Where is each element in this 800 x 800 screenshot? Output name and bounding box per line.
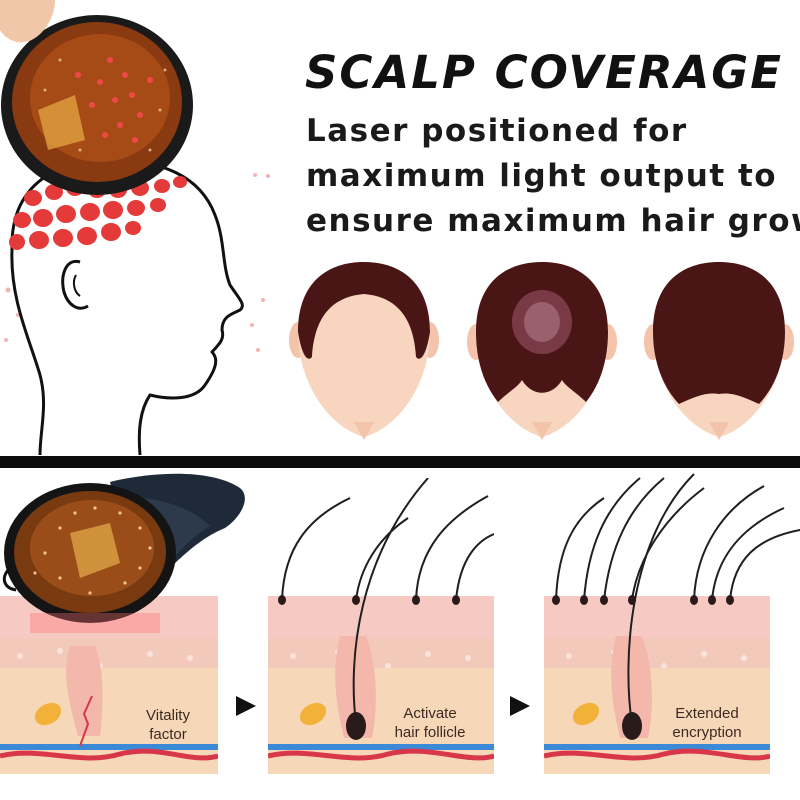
crown-thinning-head	[467, 262, 617, 440]
section-divider	[0, 456, 800, 468]
subheading-line-1: Laser positioned for	[306, 113, 688, 149]
headline: SCALP COVERAGE	[305, 46, 783, 99]
laser-helmet	[1, 15, 193, 195]
laser-cap-illustration	[2, 473, 245, 633]
head-profile-illustration	[0, 0, 270, 455]
step-panel-3	[544, 596, 770, 774]
full-hair-head	[644, 262, 794, 440]
hair-strands-sparse	[278, 478, 494, 725]
step-label-2: Activate hair follicle	[394, 705, 466, 741]
step-label-1: Vitality factor	[146, 707, 190, 743]
step-arrow-2	[510, 696, 530, 716]
subheading-line-3: ensure maximum hair growth	[306, 203, 800, 239]
subheading-line-2: maximum light output to	[306, 158, 778, 194]
step-label-3: Extended encryption	[672, 705, 742, 741]
hair-strands-dense	[552, 473, 800, 725]
step-panel-1	[0, 596, 218, 774]
step-panel-2	[268, 596, 494, 774]
receding-hairline-head	[289, 262, 439, 440]
step-arrow-1	[236, 696, 256, 716]
